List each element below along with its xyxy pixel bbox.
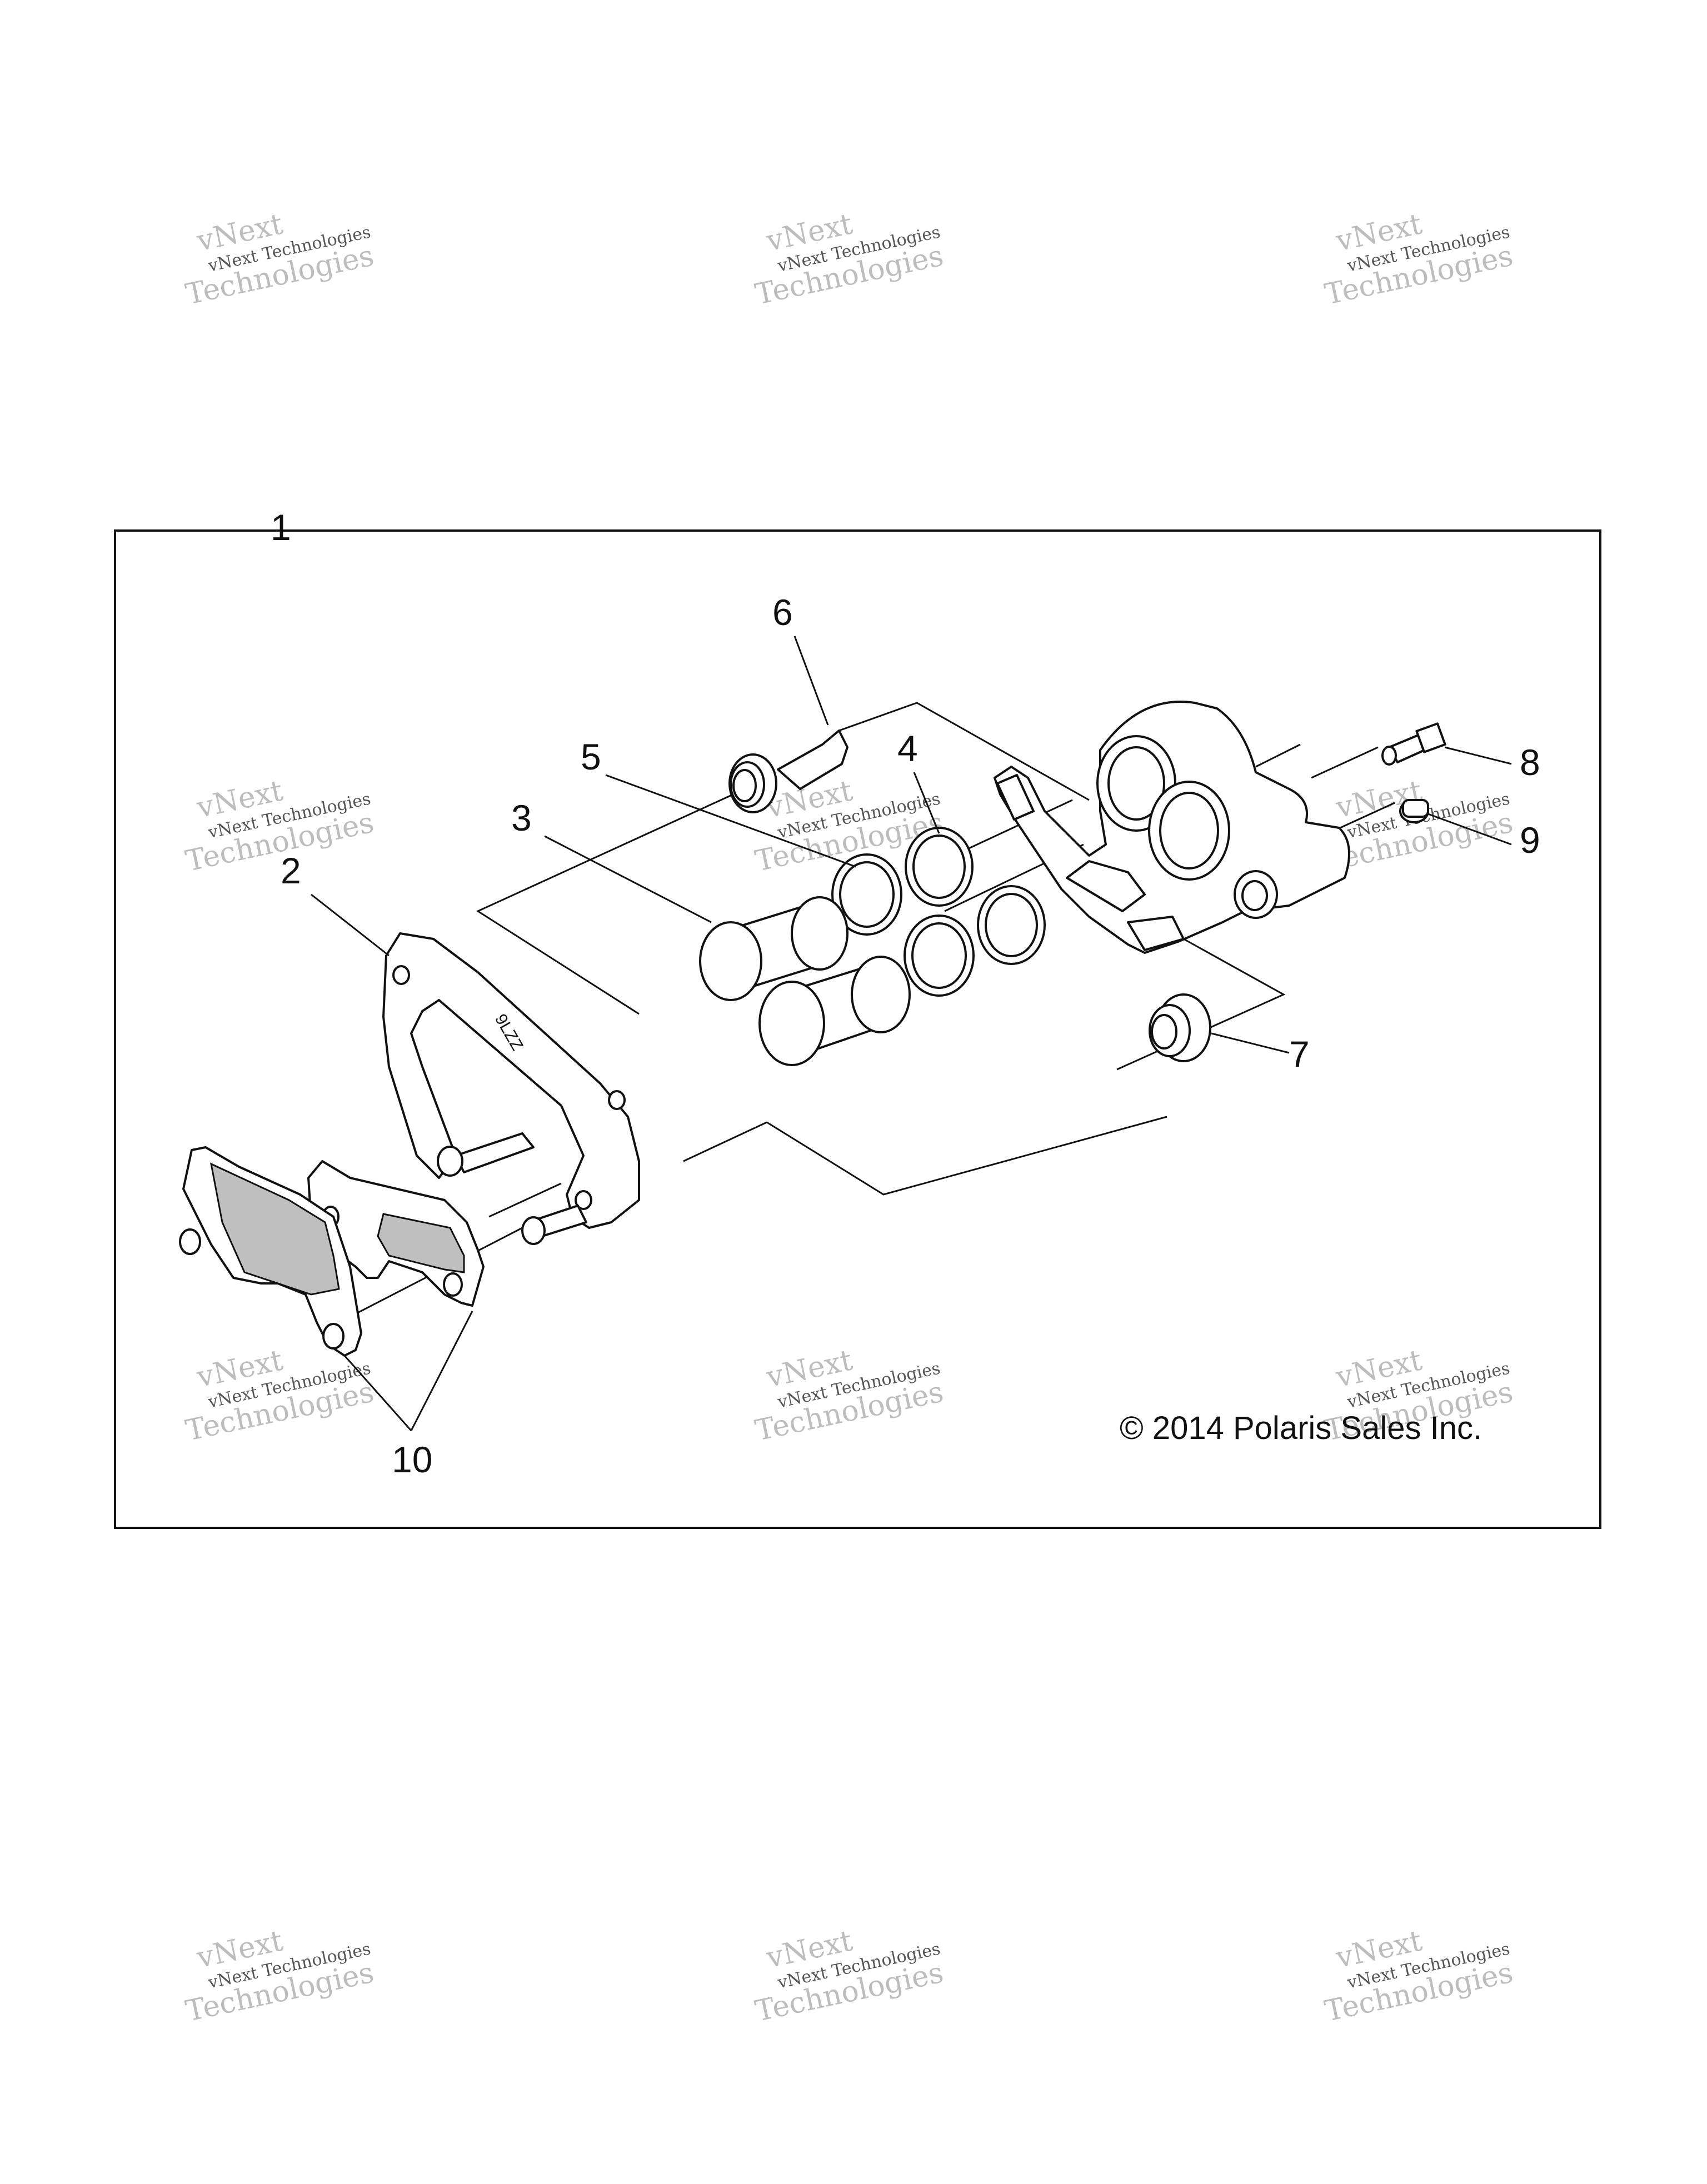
piston-3-upper (699, 896, 848, 1001)
watermark-top-center: vNext vNext Technologies Technologies (752, 207, 946, 311)
watermark-top-right: vNext vNext Technologies Technologies (1322, 207, 1516, 311)
callout-8: 8 (1520, 742, 1540, 783)
watermark-top-left: vNext vNext Technologies Technologies (183, 207, 377, 311)
callout-5: 5 (581, 736, 601, 777)
watermark-bottom-left: vNext vNext Technologies Technologies (183, 1924, 377, 2028)
watermark-bottom-right: vNext vNext Technologies Technologies (1322, 1924, 1516, 2028)
caliper-bracket-2: 9LZZ (382, 932, 640, 1245)
caliper-body (994, 701, 1350, 954)
callout-10: 10 (392, 1439, 432, 1480)
callout-9: 9 (1520, 819, 1540, 861)
watermark-lower-center: vNext vNext Technologies Technologies (752, 1343, 946, 1447)
seal-ring-5-upper (831, 853, 902, 936)
callout-1: 1 (271, 507, 291, 548)
seal-ring-5-lower (904, 914, 975, 997)
callout-3: 3 (511, 797, 532, 838)
bleeder-cap-9 (1399, 799, 1429, 823)
watermark-bottom-center: vNext vNext Technologies Technologies (752, 1924, 946, 2028)
piston-3-lower (758, 956, 911, 1066)
brake-pad-10-outer (179, 1146, 362, 1357)
bleeder-screw-8 (1381, 722, 1446, 766)
diagram-frame (114, 529, 1601, 1529)
leader-lines (311, 636, 1512, 1431)
seal-ring-4-lower (977, 885, 1046, 965)
callout-2: 2 (281, 850, 301, 891)
copyright-text: © 2014 Polaris Sales Inc. (1120, 1410, 1482, 1446)
callout-6: 6 (772, 592, 793, 633)
watermark-mid-left: vNext vNext Technologies Technologies (183, 774, 377, 878)
brake-pad-10-inner (307, 1160, 485, 1307)
seal-ring-4-upper (905, 827, 974, 907)
guide-pin-boot-6 (728, 729, 848, 813)
callout-7: 7 (1289, 1033, 1310, 1074)
boot-7 (1149, 993, 1211, 1062)
callout-4: 4 (897, 728, 918, 769)
